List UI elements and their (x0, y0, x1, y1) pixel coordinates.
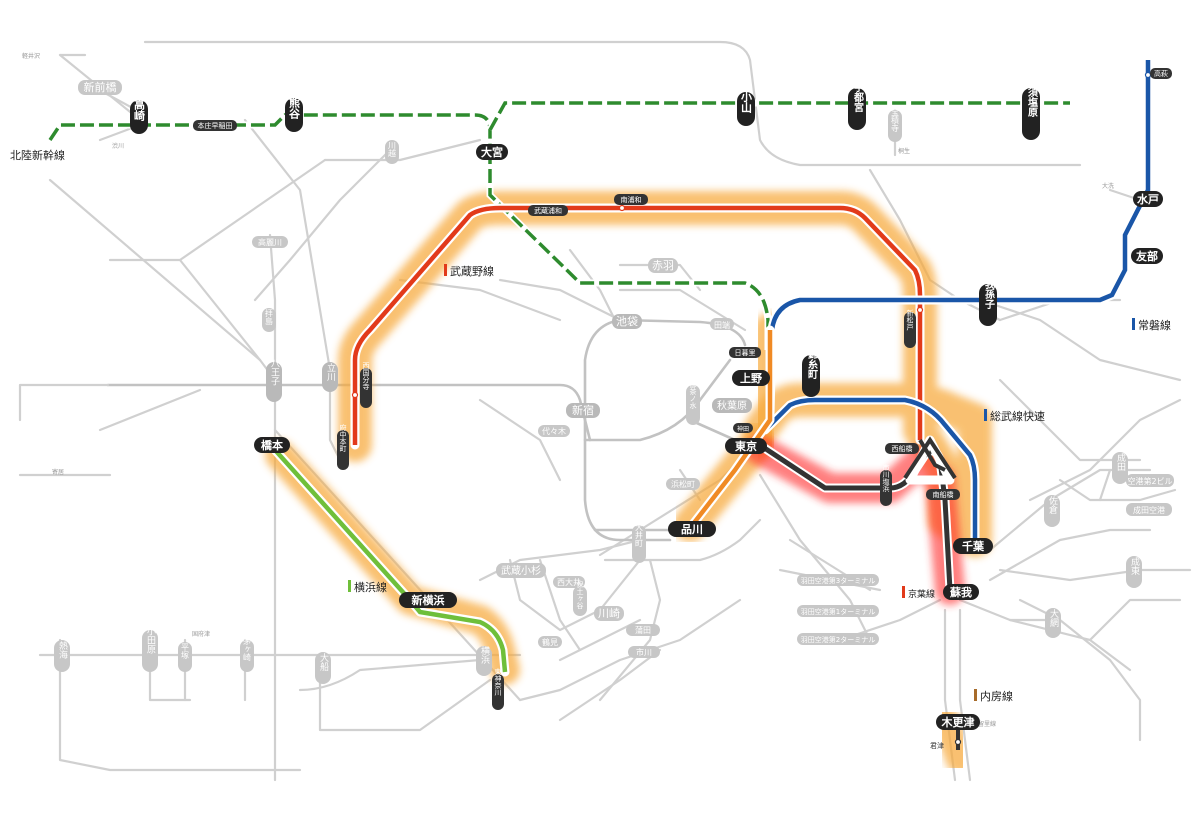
station-tomobe: 友部 (1136, 249, 1158, 263)
keiyo-line (755, 435, 957, 595)
station-label-akihabara: 秋葉原 (717, 399, 747, 412)
station-label-hoshakuji: 宝積寺 (891, 107, 900, 132)
station-label-tachikawa: 立川 (325, 362, 336, 381)
station-nippori: 日暮里 (735, 348, 756, 357)
station-oyama: 小山 (740, 90, 754, 114)
station-takahagi: 高萩 (1154, 69, 1168, 78)
station-label-ochanomizu: 御茶ノ水 (689, 380, 697, 409)
station-takasaki: 高崎 (133, 98, 146, 122)
hokuriku-shinkansen-line (47, 99, 1070, 350)
station-ueno: 上野 (740, 371, 762, 385)
station-label-hachioji: 八王子 (269, 359, 280, 386)
sobu-rapid-line (760, 395, 980, 550)
line-legend-labels: 北陸新幹線 武蔵野線 常磐線 総武線快速 横浜線 京葉線 内房線 (10, 148, 1171, 703)
station-kinshicho: 錦糸町 (806, 348, 819, 380)
station-label-narita: 成田 (1115, 452, 1126, 472)
station-label-naruto: 成東 (1129, 556, 1140, 576)
station-label-kawasaki: 川崎 (598, 606, 620, 620)
station-shinagawa: 品川 (681, 523, 703, 536)
station-label-ichikawa: 市川 (636, 647, 652, 657)
station-omiya: 大宮 (481, 145, 503, 159)
station-abiko: 我孫子 (983, 278, 995, 310)
station-honjo-waseda: 本庄早稲田 (198, 121, 233, 130)
minor-station-labels: 本庄早稲田 高萩 武蔵浦和 南浦和 新松戸 西国分寺 府中本町 日暮里 西船橋 … (193, 68, 1172, 750)
label-karuizawa: 軽井沢 (22, 52, 40, 60)
station-label-sakura: 佐倉 (1047, 495, 1058, 515)
station-minami-urawa: 南浦和 (621, 195, 642, 204)
label-kozu: 国府津 (192, 630, 210, 638)
label-yorii: 寄居 (52, 468, 64, 476)
station-label-airport2: 空港第2ビル (1127, 476, 1172, 486)
joban-line (765, 55, 1153, 420)
station-minami-funabashi: 南船橋 (933, 490, 954, 499)
station-label-hamamatsucho: 浜松町 (671, 479, 695, 489)
station-shinyokohama: 新横浜 (412, 593, 445, 607)
musashino-line (350, 203, 925, 450)
station-label-ohami: 大網 (1048, 608, 1059, 628)
station-musashi-urawa: 武蔵浦和 (534, 206, 562, 215)
station-nishi-funabashi: 西船橋 (892, 444, 913, 453)
station-kanda: 神田 (737, 425, 749, 433)
station-label-hodogaya: 保土ヶ谷 (576, 580, 584, 610)
legend-musashino: 武蔵野線 (450, 264, 494, 278)
station-label-akabane: 赤羽 (652, 259, 674, 272)
station-fuchu-hommachi: 府中本町 (339, 423, 347, 452)
station-label-tabata: 田端 (714, 320, 730, 330)
yokohama-line (270, 445, 510, 677)
station-label-odawara: 小田原 (145, 626, 156, 653)
station-kumagaya: 熊谷 (288, 96, 301, 120)
station-label-kawagoe: 川越 (388, 141, 397, 158)
station-label-narita-airport: 成田空港 (1133, 505, 1165, 515)
station-tokyo: 東京 (735, 439, 757, 453)
station-ichikawa-shiohama: 市川塩浜 (882, 463, 890, 493)
station-label-tsurumi: 鶴見 (542, 637, 558, 647)
station-label-komagawa: 高麗川 (258, 237, 282, 247)
station-label-ofuna: 大船 (318, 652, 329, 672)
station-label-oimachi: 大井町 (635, 522, 644, 547)
label-kurihama: 久留里線 (972, 720, 996, 728)
station-hashimoto: 橋本 (261, 438, 283, 452)
station-label: 新前橋 (84, 80, 117, 94)
station-label-haijima: 拝島 (265, 308, 274, 326)
legend-uchibo: 内房線 (980, 689, 1013, 703)
label-shibukawa: 渋川 (112, 142, 124, 150)
legend-yokohama: 横浜線 (354, 580, 387, 594)
station-label-haneda1: 羽田空港第1ターミナル (801, 607, 875, 616)
station-label-kamata: 蒲田 (635, 625, 651, 635)
station-label-nishi-oi: 西大井 (557, 577, 581, 587)
station-utsunomiya: 宇都宮 (852, 81, 865, 113)
station-higashi-kanagawa: 東神奈川 (494, 667, 502, 696)
station-label-haneda3: 羽田空港第3ターミナル (801, 576, 875, 585)
station-nasushiobara: 那須塩原 (1026, 77, 1039, 118)
label-oarai: 大洗 (1102, 182, 1114, 190)
station-label-shinjuku: 新宿 (572, 403, 594, 417)
station-label-hiratsuka: 平塚 (181, 643, 190, 660)
label-kiryu: 桐生 (898, 147, 910, 155)
station-label-yokohama: 横浜 (479, 645, 490, 665)
station-shin-matsudo: 新松戸 (906, 309, 914, 332)
station-label-ikebukuro: 池袋 (616, 314, 638, 328)
station-kisarazu: 木更津 (941, 715, 975, 729)
station-kimitsu: 君津 (930, 742, 944, 750)
station-soga: 蘇我 (949, 585, 972, 599)
station-label-chigasaki: 茅ヶ崎 (243, 636, 252, 661)
station-nishikokubunji: 西国分寺 (362, 362, 370, 390)
station-label-musashi-kosugi: 武蔵小杉 (501, 564, 541, 577)
station-label-haneda2: 羽田空港第2ターミナル (801, 635, 875, 644)
gray-station-labels: 新前橋 池袋 赤羽 田端 新宿 代々木 秋葉原 御茶ノ水 浜松町 大井町 西大井… (54, 80, 1174, 684)
station-chiba: 千葉 (962, 539, 985, 553)
legend-sobu-rapid: 総武線快速 (990, 409, 1045, 423)
legend-joban: 常磐線 (1138, 318, 1171, 332)
station-label-atami: 熱海 (57, 640, 68, 660)
tiny-side-labels: 軽井沢 渋川 桐生 大洗 国府津 寄居 久留里線 (22, 52, 1114, 728)
legend-keiyo: 京葉線 (908, 588, 935, 600)
station-label-yoyogi: 代々木 (542, 426, 566, 436)
station-mito: 水戸 (1137, 192, 1159, 206)
legend-hokuriku-shinkansen: 北陸新幹線 (10, 148, 65, 162)
major-station-labels: 高崎 熊谷 大宮 小山 宇都宮 那須塩原 水戸 友部 我孫子 上野 錦糸町 東京… (130, 77, 1163, 730)
